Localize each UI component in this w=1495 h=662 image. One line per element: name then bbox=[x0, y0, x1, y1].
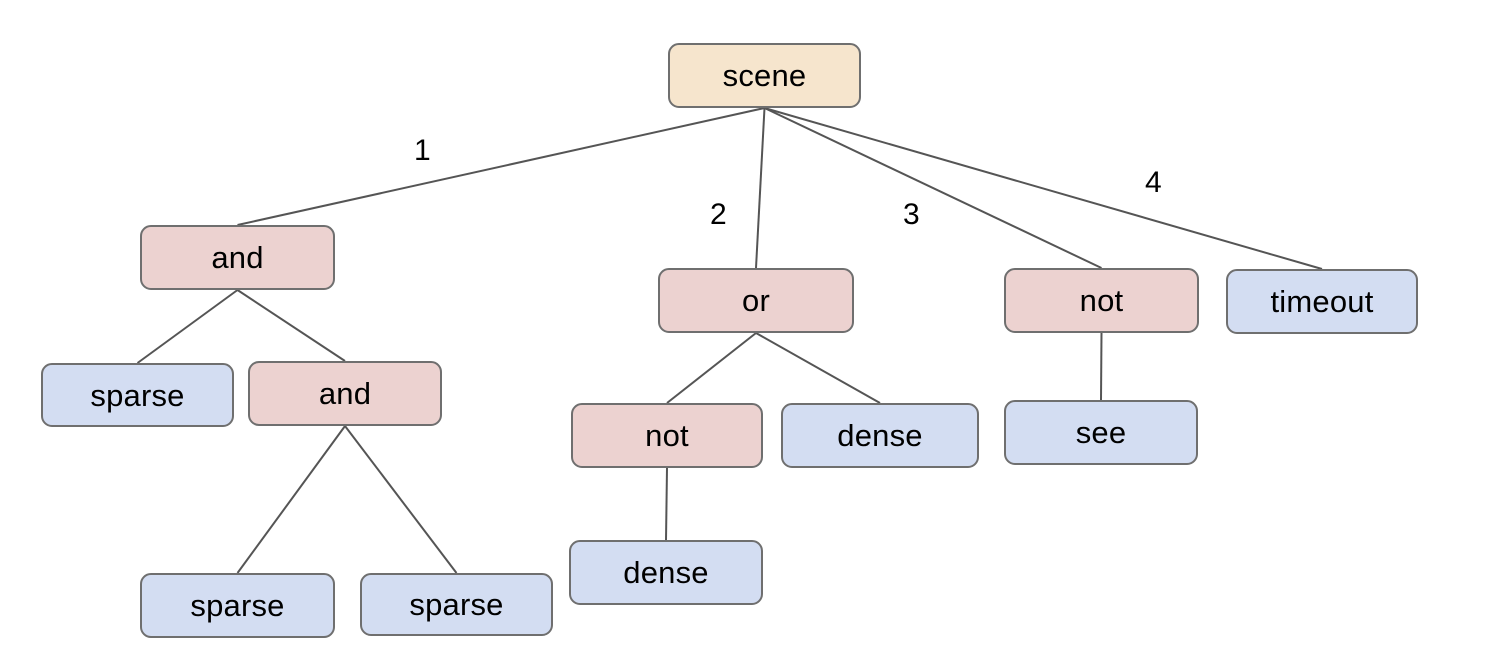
tree-node-not3[interactable]: not bbox=[1004, 268, 1199, 333]
tree-node-not2[interactable]: not bbox=[571, 403, 763, 468]
tree-edge bbox=[755, 332, 881, 404]
tree-node-and2[interactable]: and bbox=[248, 361, 442, 426]
tree-edge bbox=[237, 107, 765, 226]
tree-node-sparseC[interactable]: sparse bbox=[360, 573, 553, 636]
tree-node-denseB[interactable]: dense bbox=[569, 540, 763, 605]
tree-edge bbox=[344, 425, 458, 574]
tree-node-denseA[interactable]: dense bbox=[781, 403, 979, 468]
tree-node-sparseA[interactable]: sparse bbox=[41, 363, 234, 427]
edge-label-1: 1 bbox=[414, 134, 431, 167]
tree-node-or1[interactable]: or bbox=[658, 268, 854, 333]
tree-node-timeout[interactable]: timeout bbox=[1226, 269, 1418, 334]
tree-node-scene[interactable]: scene bbox=[668, 43, 861, 108]
edge-label-4: 4 bbox=[1145, 166, 1162, 199]
tree-edge bbox=[236, 289, 346, 362]
edge-label-3: 3 bbox=[903, 198, 920, 231]
tree-edge bbox=[236, 425, 346, 574]
tree-edge bbox=[136, 289, 239, 364]
tree-node-see[interactable]: see bbox=[1004, 400, 1198, 465]
tree-edge bbox=[755, 107, 766, 269]
tree-edge bbox=[665, 467, 668, 541]
tree-edge bbox=[764, 107, 1323, 270]
tree-edge bbox=[666, 332, 757, 404]
tree-edge bbox=[764, 107, 1102, 269]
tree-edge bbox=[1100, 332, 1103, 401]
edge-label-2: 2 bbox=[710, 198, 727, 231]
tree-node-and1[interactable]: and bbox=[140, 225, 335, 290]
tree-node-sparseB[interactable]: sparse bbox=[140, 573, 335, 638]
